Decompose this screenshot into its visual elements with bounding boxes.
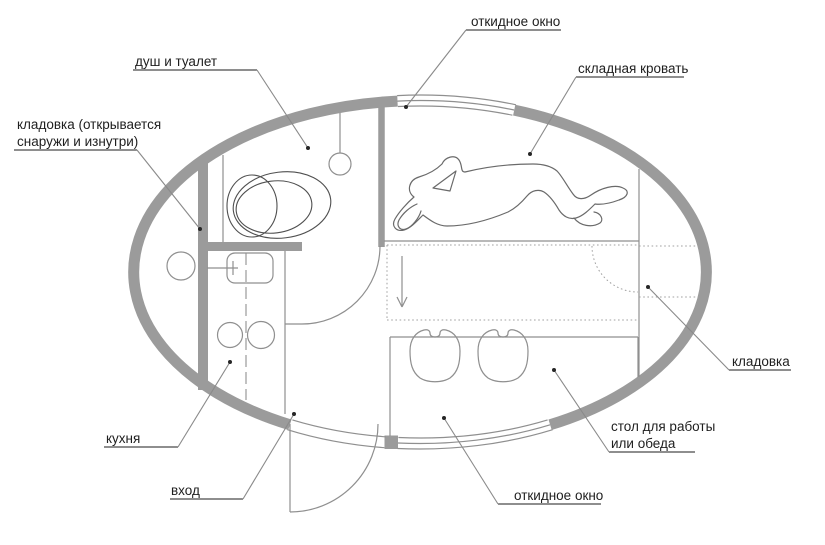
label-work-table-line1: стол для работы (611, 419, 715, 434)
label-window-top: откидное окно (471, 14, 560, 29)
label-window-bottom: откидное окно (514, 488, 603, 503)
label-folding-bed: складная кровать (578, 61, 688, 76)
kitchen (207, 251, 286, 414)
bathroom-door-arc (301, 245, 381, 325)
chair-right (477, 329, 529, 383)
callout-folding-bed: складная кровать (528, 61, 688, 156)
callout-storage-right: кладовка (646, 285, 791, 371)
callout-shower-toilet: душ и туалет (133, 54, 310, 150)
door-opening-outer-line (287, 429, 385, 449)
callout-work-table: стол для работы или обеда (552, 368, 715, 453)
fold-direction-arrow (396, 256, 408, 308)
label-kitchen: кухня (106, 431, 140, 446)
label-shower-toilet: душ и туалет (135, 54, 217, 69)
label-entrance: вход (171, 483, 200, 498)
storage-door-arc (591, 245, 639, 293)
entrance-door (287, 419, 386, 513)
callout-storage-left: кладовка (открывается снаружи и изнутри) (14, 117, 202, 231)
label-storage-left-line2: снаружи и изнутри) (17, 134, 138, 149)
window-top (397, 94, 517, 116)
shower-head (328, 152, 352, 176)
outer-wall-ring (128, 95, 712, 449)
table (389, 336, 639, 436)
door-jamb-block (384, 435, 398, 449)
interior-walls (198, 105, 385, 390)
storage-porthole (166, 251, 196, 281)
fold-down-outline (386, 244, 638, 321)
bathroom (222, 113, 381, 325)
person-silhouette (392, 156, 628, 231)
label-work-table-line2: или обеда (611, 436, 676, 451)
callout-window-top: откидное окно (404, 14, 561, 109)
chair-left (409, 329, 461, 383)
callout-window-bottom: откидное окно (442, 416, 603, 505)
stove-burner-left (216, 321, 244, 349)
callout-kitchen: кухня (104, 360, 232, 448)
wall-arc-right (513, 104, 712, 431)
storage-right-outline (591, 245, 698, 298)
label-storage-left-line1: кладовка (открывается (17, 117, 161, 132)
table-and-chairs (389, 329, 639, 436)
callout-entrance: вход (170, 412, 296, 500)
door-swing-arc (289, 423, 379, 513)
door-opening-inner-line (292, 419, 386, 438)
stove-burner-right (246, 320, 276, 350)
wall-arc-left (128, 95, 398, 431)
window-bottom (397, 419, 553, 450)
bed-area (384, 156, 640, 377)
toilet (226, 171, 332, 239)
label-storage-right: кладовка (732, 354, 790, 369)
faucet (207, 261, 238, 275)
